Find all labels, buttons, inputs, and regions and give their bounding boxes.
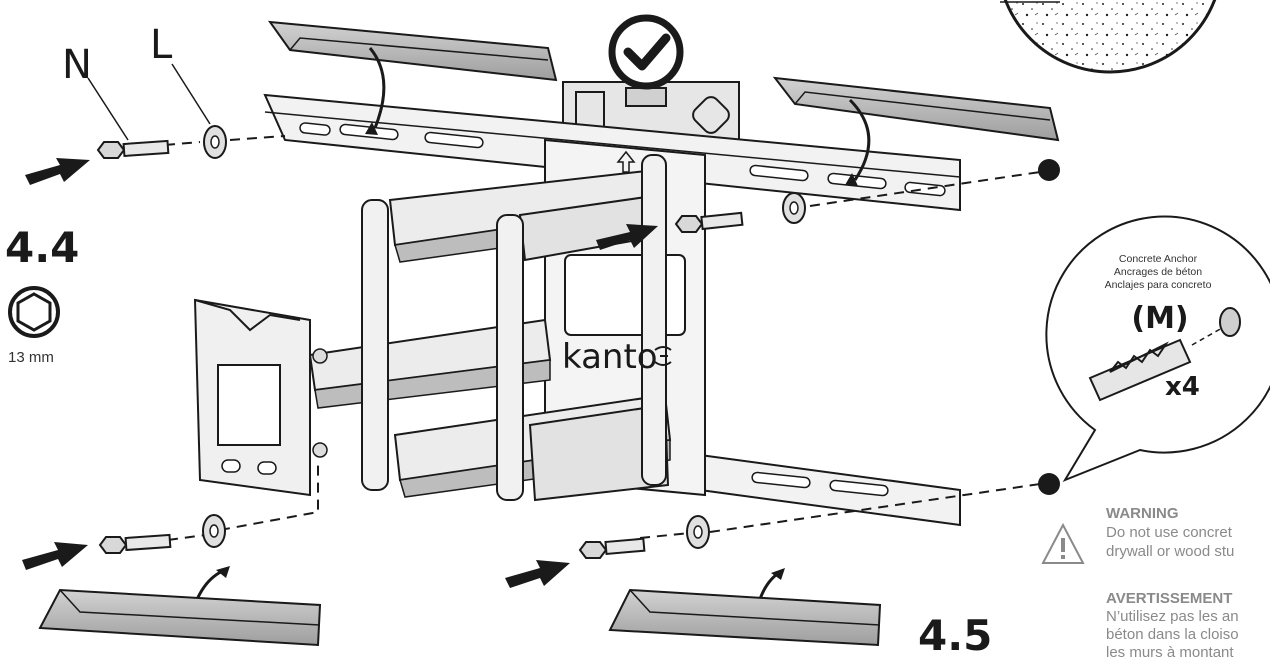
warning-text-fr-3: les murs à montant (1106, 644, 1234, 657)
socket-size: 13 mm (8, 349, 54, 366)
lag-bolt-bottom-right (578, 537, 646, 559)
lag-bolt-bottom-left (98, 533, 172, 554)
cover-rail-bottom-left (38, 588, 322, 647)
warning-title-fr: AVERTISSEMENT (1106, 590, 1232, 607)
lag-bolt-top-left (96, 139, 170, 159)
washer-top-right (782, 192, 806, 224)
arrow-head-icon (216, 122, 858, 580)
warning-text-fr-2: béton dans la cloiso (1106, 626, 1239, 643)
articulating-arms (308, 154, 672, 502)
anchor-hole-bottom (1038, 473, 1060, 495)
step-number-4-5: 4.5 (918, 611, 992, 657)
insert-arrow-icon (22, 158, 658, 588)
warning-title-en: WARNING (1106, 505, 1179, 522)
washer-top-left (203, 125, 227, 159)
concrete-anchor-icon (1088, 307, 1241, 402)
cover-rail-bottom-right (608, 588, 882, 647)
tv-bracket (193, 298, 328, 497)
bolt-leader (87, 77, 129, 141)
hex-socket-icon (8, 286, 60, 338)
concrete-wall-detail (1000, 0, 1217, 74)
warning-text-en-1: Do not use concret (1106, 524, 1233, 541)
concrete-anchor-callout (1045, 215, 1270, 483)
washer-bottom-left (202, 514, 226, 548)
anchor-part-letter: (M) (1131, 301, 1188, 336)
warning-text-fr-1: N’utilisez pas les an (1106, 608, 1239, 625)
bolt-label: N (62, 42, 92, 88)
brand-logo: kanto (562, 337, 658, 377)
cover-rail-top-right (772, 76, 1060, 142)
assembly-guide-lines (164, 135, 1041, 541)
warning-text-en-2: drywall or wood stu (1106, 543, 1234, 560)
check-circle-icon (608, 14, 684, 90)
anchor-label-fr: Ancrages de béton (1114, 266, 1202, 278)
step-number-4-4: 4.4 (5, 223, 79, 272)
lag-bolt-top-right (674, 211, 744, 233)
warning-triangle-icon (1041, 522, 1085, 564)
anchor-label-es: Anclajes para concreto (1105, 279, 1212, 291)
washer-label: L (150, 22, 173, 68)
anchor-hole-top (1038, 159, 1060, 181)
anchor-label-en: Concrete Anchor (1119, 253, 1198, 265)
anchor-quantity: x4 (1165, 372, 1200, 402)
washer-leader (171, 63, 211, 125)
brand-mark-icon (654, 346, 672, 366)
cover-rail-top-left (267, 20, 558, 82)
washer-bottom-right (686, 515, 710, 549)
